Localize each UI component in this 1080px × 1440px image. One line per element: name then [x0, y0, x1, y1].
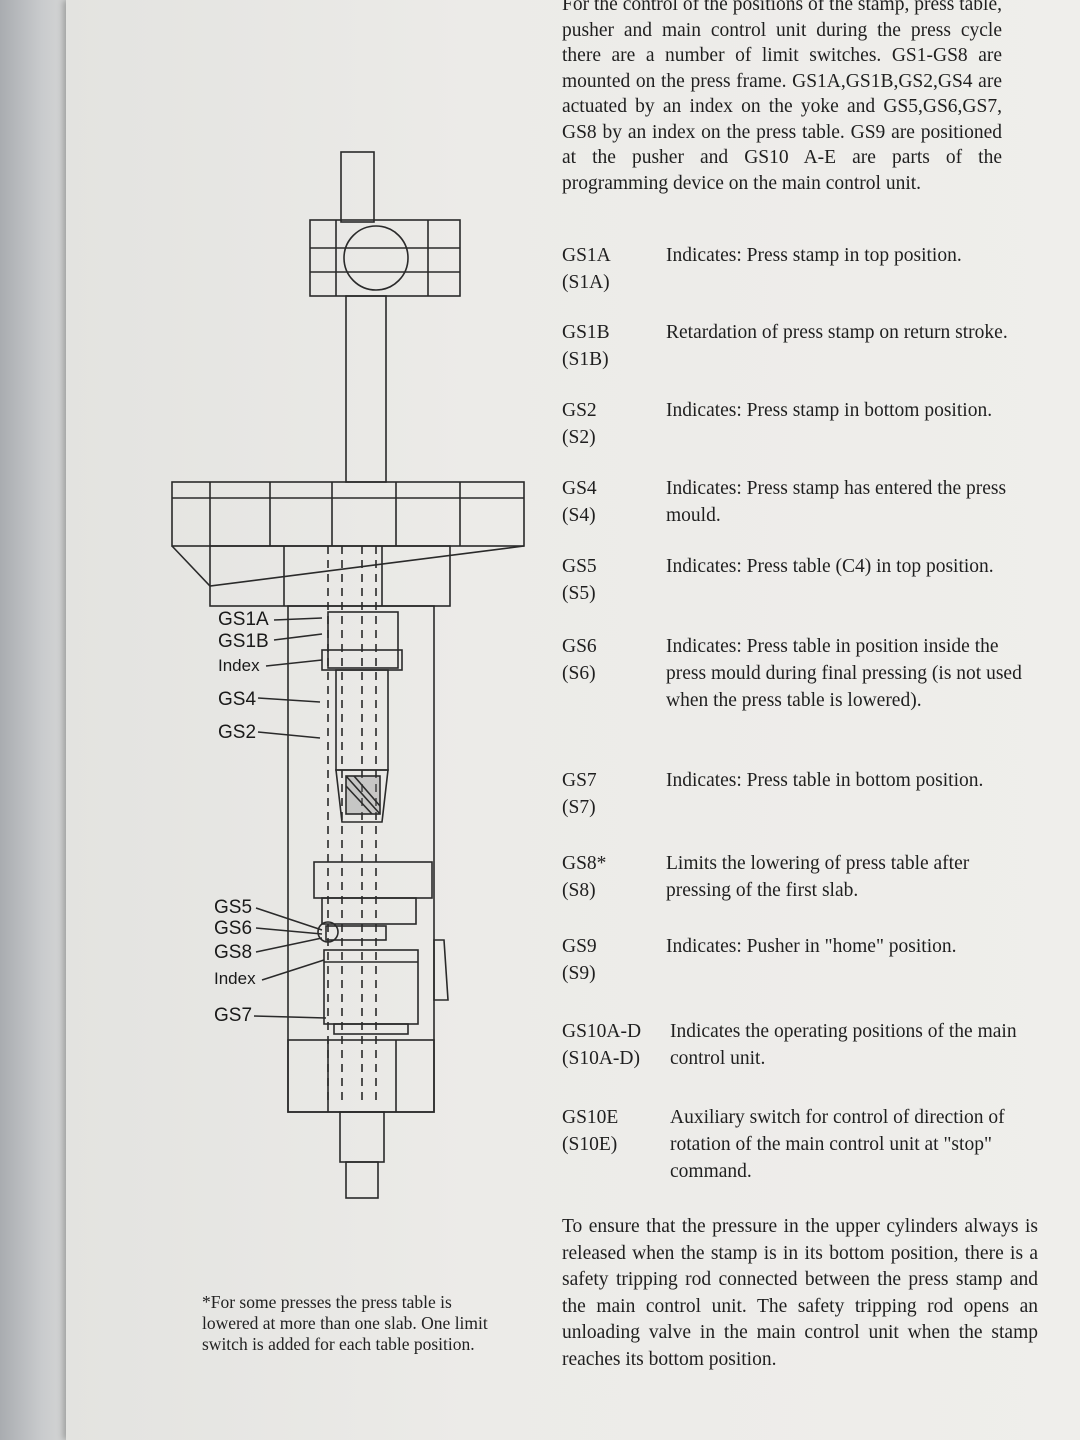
switch-code: GS1A [562, 245, 611, 266]
switch-code: GS9 [562, 936, 597, 957]
switch-description: Auxiliary switch for control of directio… [670, 1107, 1005, 1182]
diagram-label-gs2: GS2 [218, 722, 257, 743]
document-page [66, 0, 1080, 1440]
binder-edge [0, 0, 70, 1440]
intro-paragraph: For the control of the positions of the … [562, 0, 1002, 194]
footnote: *For some presses the press table is low… [202, 1292, 488, 1354]
switch-subcode: (S10A-D) [562, 1048, 640, 1069]
switch-description: Indicates: Press stamp in bottom positio… [666, 400, 993, 421]
switch-description: Indicates: Press table (C4) in top posit… [666, 556, 994, 577]
switch-subcode: (S1B) [562, 349, 609, 370]
switch-description: Indicates the operating positions of the… [670, 1021, 1017, 1069]
switch-code: GS6 [562, 636, 597, 657]
switch-code: GS1B [562, 322, 610, 343]
switch-code: GS5 [562, 556, 597, 577]
switch-description: Indicates: Pusher in "home" position. [666, 936, 957, 957]
closing-paragraph: To ensure that the pressure in the upper… [562, 1216, 1038, 1370]
press-diagram [171, 151, 525, 1199]
diagram-label-gs1b: GS1B [218, 631, 269, 652]
switch-subcode: (S8) [562, 880, 596, 901]
switch-description: Indicates: Press stamp in top position. [666, 245, 962, 266]
diagram-label-gs8: GS8 [214, 942, 253, 963]
diagram-label-index-lower: Index [214, 969, 256, 988]
diagram-label-gs1a: GS1A [218, 609, 269, 630]
diagram-label-gs6: GS6 [214, 918, 253, 939]
switch-subcode: (S5) [562, 583, 596, 604]
diagram-label-gs4: GS4 [218, 689, 257, 710]
switch-description: Limits the lowering of press table after… [666, 853, 970, 901]
switch-code: GS8* [562, 853, 607, 874]
switch-subcode: (S1A) [562, 272, 610, 293]
switch-description: Indicates: Press table in position insid… [666, 636, 1022, 711]
switch-description: Indicates: Press table in bottom positio… [666, 770, 984, 791]
switch-subcode: (S4) [562, 505, 596, 526]
diagram-label-gs7: GS7 [214, 1005, 253, 1026]
switch-description: Retardation of press stamp on return str… [666, 322, 1008, 343]
switch-description: Indicates: Press stamp has entered the p… [666, 478, 1007, 526]
switch-subcode: (S6) [562, 663, 596, 684]
switch-subcode: (S7) [562, 797, 596, 818]
switch-code: GS7 [562, 770, 597, 791]
diagram-label-index-upper: Index [218, 656, 260, 675]
switch-code: GS10E [562, 1107, 619, 1128]
switch-subcode: (S2) [562, 427, 596, 448]
switch-code: GS2 [562, 400, 597, 421]
switch-code: GS10A-D [562, 1021, 642, 1042]
switch-code: GS4 [562, 478, 597, 499]
switch-subcode: (S10E) [562, 1134, 618, 1155]
switch-subcode: (S9) [562, 963, 596, 984]
diagram-label-gs5: GS5 [214, 897, 253, 918]
